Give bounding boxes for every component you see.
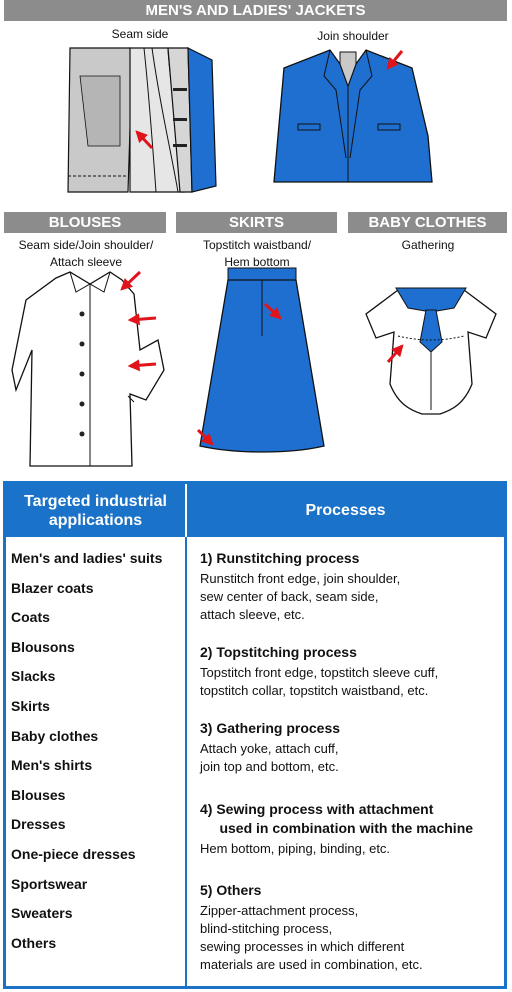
baby-romper-illustration <box>365 287 497 415</box>
process-description: Zipper-attachment process, blind-stitchi… <box>200 903 423 972</box>
process-title: 3) Gathering process <box>200 720 341 736</box>
process-title: 1) Runstitching process <box>200 550 360 566</box>
column-divider <box>185 537 187 986</box>
process-others: 5) Others Zipper-attachment process, bli… <box>200 881 500 974</box>
list-item: One-piece dresses <box>11 845 136 862</box>
process-attachment: 4) Sewing process with attachment used i… <box>200 800 500 858</box>
list-item: Sweaters <box>11 905 73 922</box>
header-divider <box>185 484 187 537</box>
list-item: Coats <box>11 609 50 626</box>
seam-side-jacket-illustration <box>67 47 217 193</box>
blouses-caption: Seam side/Join shoulder/ Attach sleeve <box>18 238 154 269</box>
list-item: Skirts <box>11 697 50 714</box>
blue-jacket-illustration <box>273 49 433 183</box>
process-runstitching: 1) Runstitching process Runstitch front … <box>200 549 500 624</box>
process-description: Topstitch front edge, topstitch sleeve c… <box>200 665 439 698</box>
list-item: Men's and ladies' suits <box>11 550 163 566</box>
baby-clothes-caption: Gathering <box>401 238 455 252</box>
targeted-applications-header: Targeted industrial applications <box>6 484 185 537</box>
blouses-section-title: BLOUSES <box>4 212 166 233</box>
processes-header: Processes <box>187 484 504 537</box>
process-description: Attach yoke, attach cuff, join top and b… <box>200 741 339 774</box>
process-title: 4) Sewing process with attachment used i… <box>200 801 474 836</box>
skirt-illustration <box>196 267 325 453</box>
applications-processes-table: Targeted industrial applications Process… <box>3 481 507 989</box>
list-item: Others <box>11 934 57 951</box>
process-description: Hem bottom, piping, binding, etc. <box>200 841 391 856</box>
process-title: 5) Others <box>200 882 262 898</box>
skirts-caption: Topstitch waistband/ Hem bottom <box>202 238 312 269</box>
list-item: Sportswear <box>11 875 88 892</box>
process-gathering: 3) Gathering process Attach yoke, attach… <box>200 719 500 776</box>
baby-clothes-section-title: BABY CLOTHES <box>348 212 507 233</box>
jacket-join-shoulder-caption: Join shoulder <box>317 29 389 43</box>
jackets-section-title: MEN'S AND LADIES' JACKETS <box>4 0 507 21</box>
list-item: Baby clothes <box>11 727 99 744</box>
list-item: Dresses <box>11 816 66 833</box>
jacket-seam-side-caption: Seam side <box>111 27 169 41</box>
blouse-illustration <box>11 270 165 467</box>
list-item: Men's shirts <box>11 757 93 774</box>
skirts-section-title: SKIRTS <box>176 212 337 233</box>
process-topstitching: 2) Topstitching process Topstitch front … <box>200 643 500 700</box>
list-item: Blouses <box>11 786 66 803</box>
applications-list: Men's and ladies' suits Blazer coats Coa… <box>11 549 183 963</box>
list-item: Blousons <box>11 638 75 655</box>
process-description: Runstitch front edge, join shoulder, sew… <box>200 571 401 622</box>
list-item: Blazer coats <box>11 579 94 596</box>
list-item: Slacks <box>11 668 56 685</box>
process-title: 2) Topstitching process <box>200 644 357 660</box>
